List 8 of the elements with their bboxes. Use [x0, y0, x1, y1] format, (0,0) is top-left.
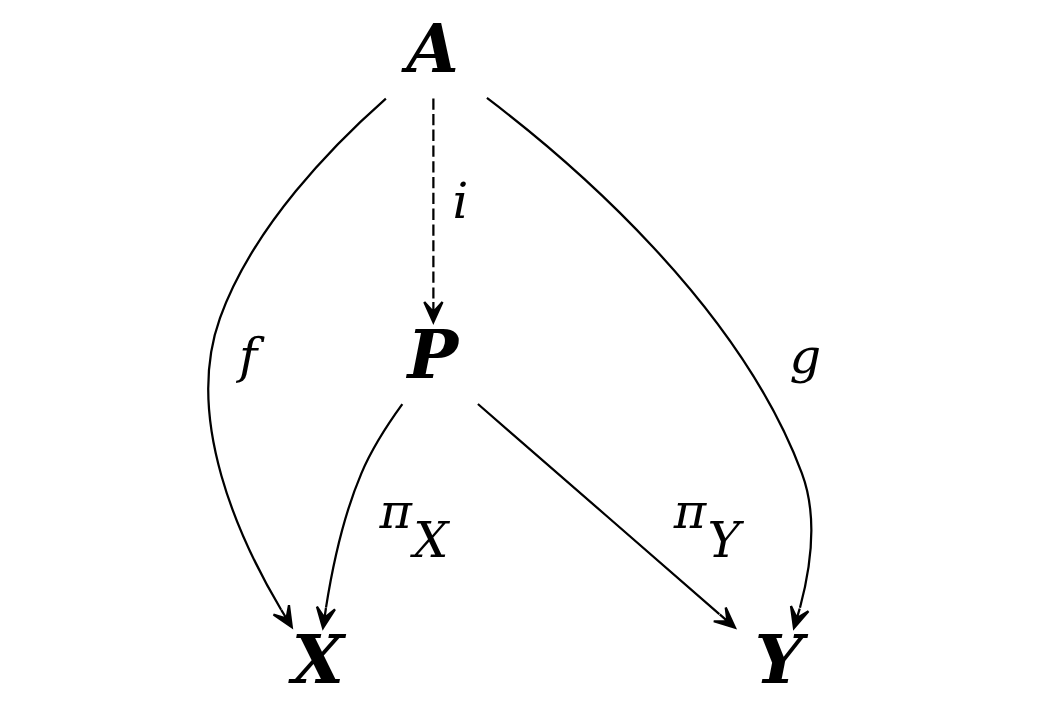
arrow	[207, 97, 387, 629]
arrow	[315, 403, 404, 630]
edge-label: g	[789, 327, 822, 386]
arrow	[423, 98, 444, 324]
arrow	[486, 97, 813, 630]
arrow	[477, 403, 737, 629]
node-text: P	[407, 314, 459, 394]
edge-label: i	[452, 172, 469, 231]
